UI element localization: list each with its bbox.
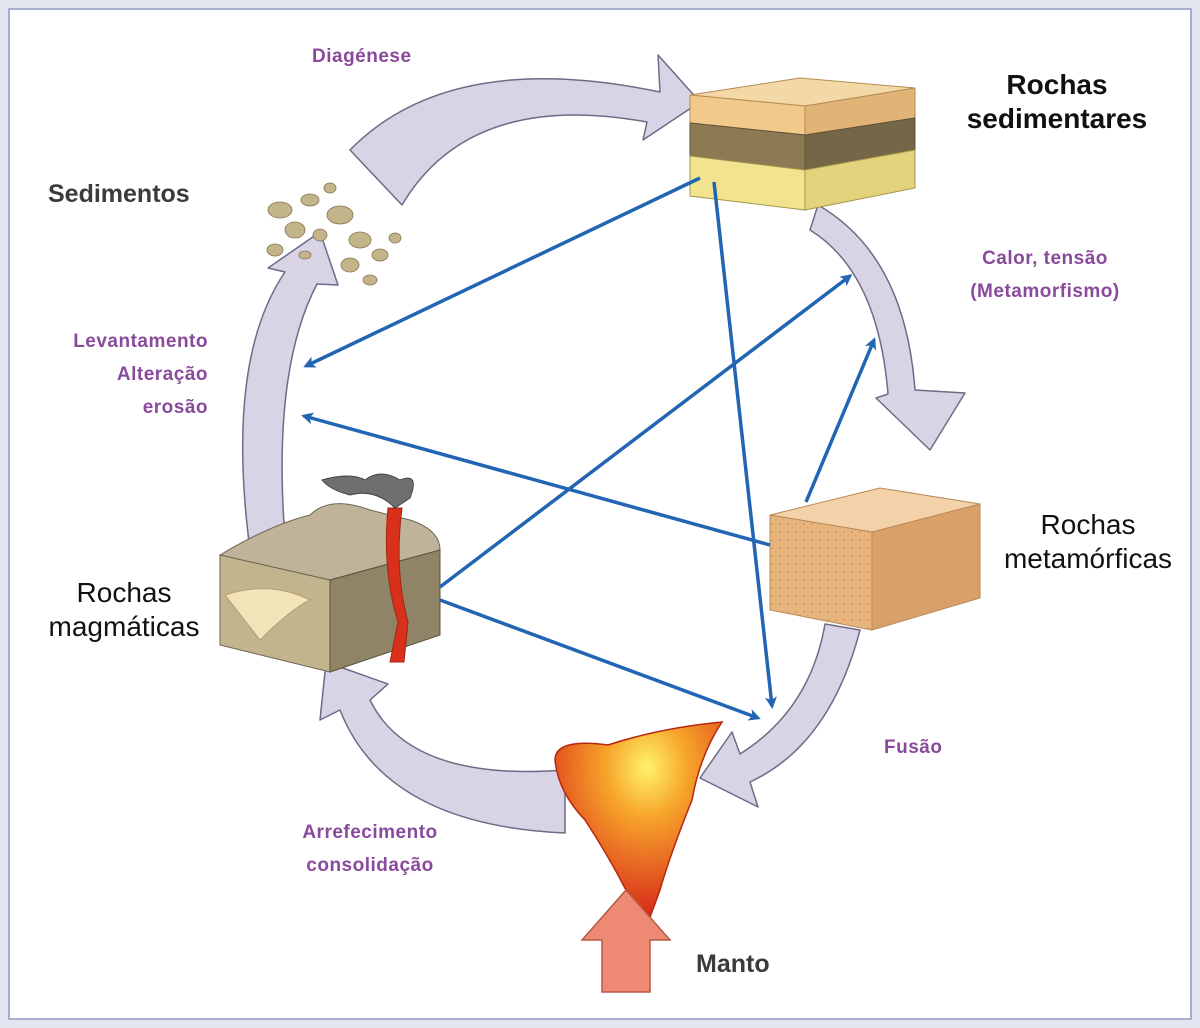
label-diagenesis: Diagénese — [312, 40, 412, 73]
label-sedimentary-line1: Rochas — [947, 68, 1167, 102]
cycle-arrow-fusion — [700, 624, 860, 807]
label-metamorphism-line1: Calor, tensão — [940, 242, 1150, 275]
label-igneous-rocks: Rochas magmáticas — [24, 576, 224, 644]
magma-illustration — [555, 722, 722, 928]
label-igneous-line1: Rochas — [24, 576, 224, 610]
volcano-plume — [322, 474, 413, 508]
label-uplift-line2: Alteração — [34, 358, 208, 391]
label-fusion: Fusão — [884, 731, 942, 764]
arrow-sedimentary-to-magma — [714, 182, 772, 706]
label-sedimentary-line2: sedimentares — [947, 102, 1167, 136]
label-uplift-line3: erosão — [34, 391, 208, 424]
arrow-sedimentary-to-sediments — [306, 178, 700, 366]
label-sedimentary-rocks: Rochas sedimentares — [947, 68, 1167, 136]
label-mantle: Manto — [696, 950, 770, 979]
arrow-metamorphic-to-metamorphism — [806, 340, 874, 502]
cycle-arrow-cooling — [320, 662, 565, 833]
diagram-frame: Rochas sedimentares Rochas metamórficas … — [8, 8, 1192, 1020]
label-uplift-line1: Levantamento — [34, 325, 208, 358]
label-cooling-line1: Arrefecimento — [280, 816, 460, 849]
label-metamorphic-line1: Rochas — [988, 508, 1188, 542]
mantle-arrow-icon — [582, 890, 670, 992]
label-metamorphic-line2: metamórficas — [988, 542, 1188, 576]
cycle-arrow-diagenesis — [350, 55, 700, 205]
sedimentary-rock-block — [690, 78, 915, 210]
label-metamorphic-rocks: Rochas metamórficas — [988, 508, 1188, 576]
cycle-arrow-uplift — [243, 232, 338, 550]
label-cooling-line2: consolidação — [280, 849, 460, 882]
label-metamorphism: Calor, tensão (Metamorfismo) — [940, 242, 1150, 308]
metamorphic-rock-block — [770, 488, 980, 630]
label-igneous-line2: magmáticas — [24, 610, 224, 644]
arrow-igneous-to-magma — [440, 600, 758, 718]
label-metamorphism-line2: (Metamorfismo) — [940, 275, 1150, 308]
label-cooling: Arrefecimento consolidação — [280, 816, 460, 882]
label-uplift: Levantamento Alteração erosão — [34, 325, 208, 424]
label-sediments: Sedimentos — [48, 180, 190, 209]
